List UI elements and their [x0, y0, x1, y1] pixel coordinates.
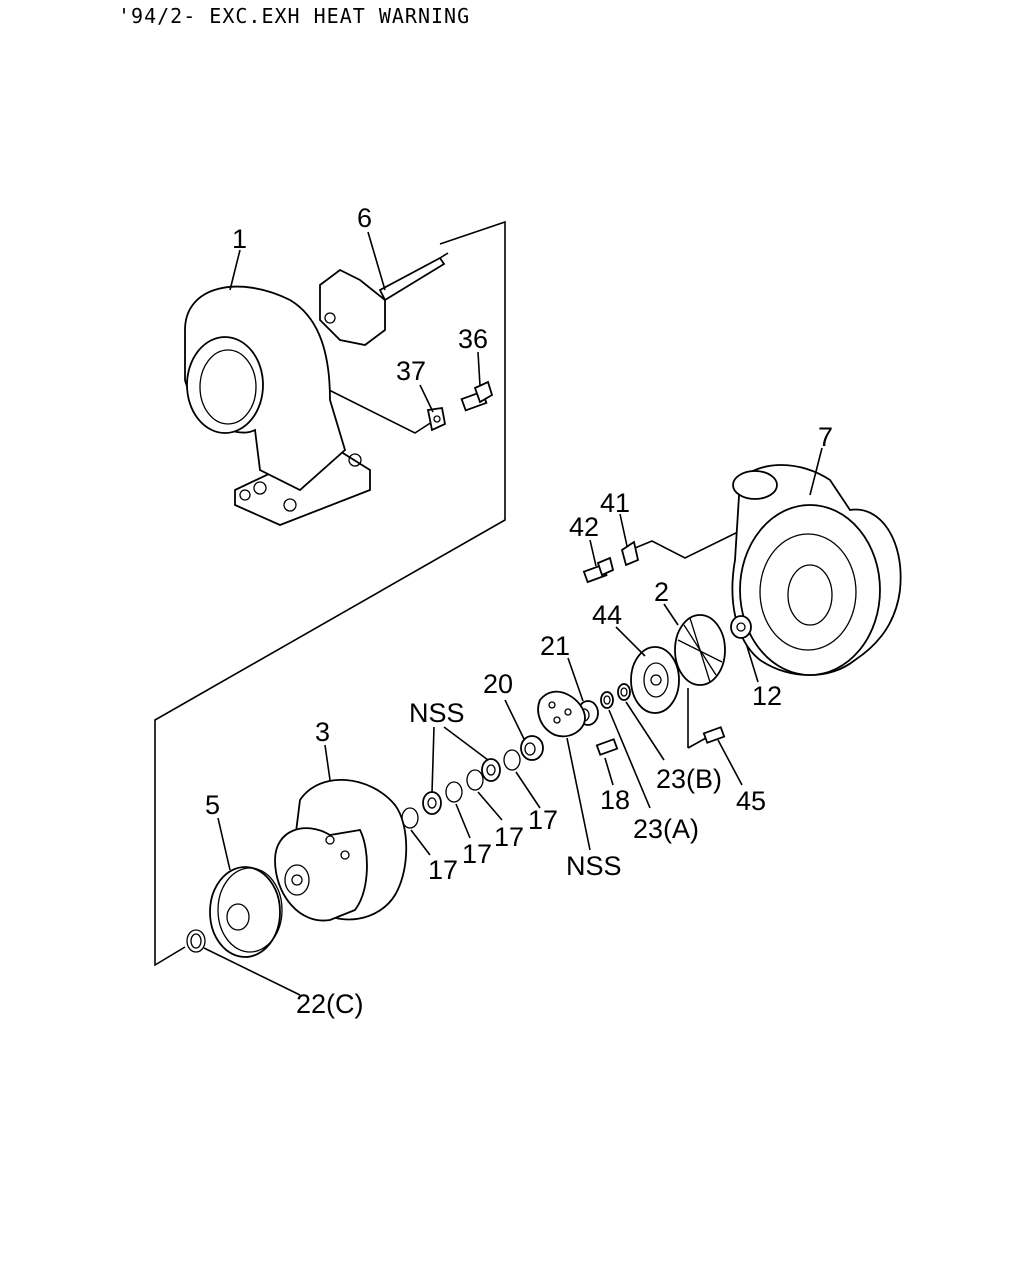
- turbine-shaft-part-6: [319, 252, 449, 346]
- label-part-17c: 17: [494, 822, 524, 852]
- label-part-20: 20: [483, 669, 513, 699]
- label-part-36: 36: [458, 324, 488, 354]
- label-part-7: 7: [818, 422, 833, 452]
- back-plate-part-5: [209, 866, 283, 958]
- label-part-17d: 17: [528, 805, 558, 835]
- label-nss-top: NSS: [409, 698, 465, 728]
- label-part-22c: 22(C): [296, 989, 364, 1019]
- label-part-17a: 17: [428, 855, 458, 885]
- label-part-6: 6: [357, 203, 372, 233]
- turbine-housing-part-1: [184, 285, 371, 526]
- label-nss-bottom: NSS: [566, 851, 622, 881]
- bearing-nss: [422, 758, 501, 815]
- nut-part-12: [730, 615, 752, 639]
- label-part-12: 12: [752, 681, 782, 711]
- compressor-housing-part-7: [731, 464, 902, 676]
- diagram-title: '94/2- EXC.EXH HEAT WARNING: [118, 4, 471, 28]
- label-part-5: 5: [205, 790, 220, 820]
- label-leader-lines: [203, 231, 823, 996]
- label-part-45: 45: [736, 786, 766, 816]
- assembly-bracket-lines: [154, 220, 759, 967]
- bolt-part-45: [702, 726, 726, 744]
- label-part-2: 2: [654, 577, 669, 607]
- label-part-41: 41: [600, 488, 630, 518]
- thrust-plate-nss: [537, 690, 586, 738]
- collar-part-20: [520, 735, 544, 761]
- center-housing-part-3: [274, 779, 408, 922]
- label-part-37: 37: [396, 356, 426, 386]
- label-part-23a: 23(A): [633, 814, 699, 844]
- label-part-23b: 23(B): [656, 764, 722, 794]
- label-part-44: 44: [592, 600, 622, 630]
- part-number-labels: 1 6 36 37 7 41 42 2 44 21 12 20 NSS 3 5 …: [205, 203, 833, 1019]
- bolt-part-42: [582, 556, 615, 584]
- bolt-part-36: [460, 380, 494, 412]
- label-part-18: 18: [600, 785, 630, 815]
- snap-ring-part-17: [401, 749, 521, 829]
- ring-part-23a: [600, 691, 614, 709]
- label-part-3: 3: [315, 717, 330, 747]
- label-part-21: 21: [540, 631, 570, 661]
- label-part-1: 1: [232, 224, 247, 254]
- label-part-17b: 17: [462, 839, 492, 869]
- compressor-wheel-part-2: [674, 614, 726, 686]
- bolt-part-18: [595, 738, 619, 756]
- ring-part-23b: [617, 683, 631, 701]
- label-part-42: 42: [569, 512, 599, 542]
- o-ring-part-22c: [186, 929, 206, 953]
- seal-plate-part-44: [630, 646, 680, 714]
- clip-part-37: [426, 406, 447, 432]
- clip-part-41: [620, 540, 640, 567]
